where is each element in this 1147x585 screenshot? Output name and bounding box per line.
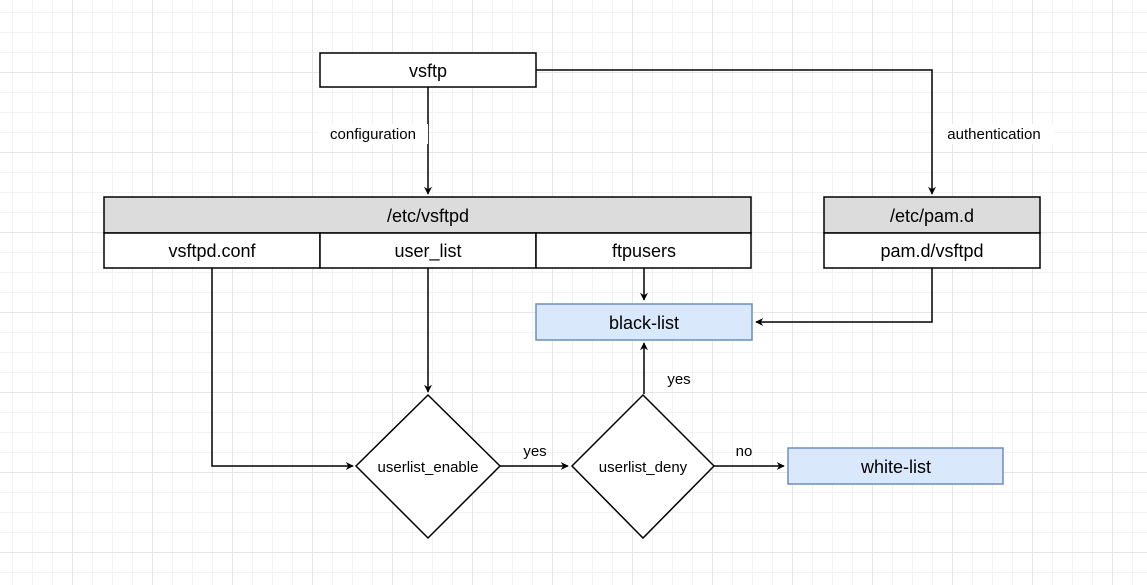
- white-list-label: white-list: [860, 457, 931, 477]
- deny-no-label: no: [736, 443, 753, 460]
- configuration-label: configuration: [330, 126, 416, 143]
- ftpusers-label: ftpusers: [612, 241, 676, 261]
- black-list-label: black-list: [609, 313, 679, 333]
- user-list-cell: [319, 232, 537, 269]
- black-list-node: black-list: [535, 303, 753, 341]
- vsftpd-conf-label: vsftpd.conf: [168, 241, 256, 261]
- vsftp-label: vsftp: [409, 61, 447, 81]
- user-list-label: user_list: [394, 241, 461, 262]
- etc-pam-label: /etc/pam.d: [890, 206, 974, 226]
- pam-vsftpd-cell: [823, 232, 1041, 269]
- authentication-label-bg: [935, 124, 1055, 144]
- deny-yes-label: yes: [667, 371, 690, 388]
- authentication-label: authentication: [947, 126, 1040, 143]
- ftpusers-cell: [535, 232, 752, 269]
- etc-vsftpd-group: /etc/vsftpd vsftpd.conf user_list ftpuse…: [103, 196, 752, 269]
- edge-labels: configuration authentication yes yes no: [318, 124, 1055, 460]
- edge-conf-enable: [211, 268, 354, 470]
- white-list-node: white-list: [787, 447, 1004, 485]
- userlist-deny-decision: userlist_deny: [570, 393, 716, 540]
- vsftpd-conf-cell: [103, 232, 321, 269]
- edge-pam-blacklist: [755, 268, 933, 326]
- userlist-enable-decision: userlist_enable: [354, 393, 502, 540]
- configuration-label-bg: [318, 124, 428, 144]
- etc-vsftpd-header: [103, 196, 752, 234]
- userlist-deny-label: userlist_deny: [599, 459, 688, 476]
- etc-pam-group: /etc/pam.d pam.d/vsftpd: [823, 196, 1041, 269]
- userlist-enable-label: userlist_enable: [378, 459, 479, 476]
- etc-pam-header: [823, 196, 1041, 234]
- edge-vsftp-authentication: [536, 69, 936, 195]
- pam-vsftpd-label: pam.d/vsftpd: [880, 241, 983, 261]
- etc-vsftpd-label: /etc/vsftpd: [387, 206, 469, 226]
- enable-yes-label: yes: [523, 443, 546, 460]
- edges: [211, 69, 936, 470]
- vsftp-node: vsftp: [319, 52, 537, 88]
